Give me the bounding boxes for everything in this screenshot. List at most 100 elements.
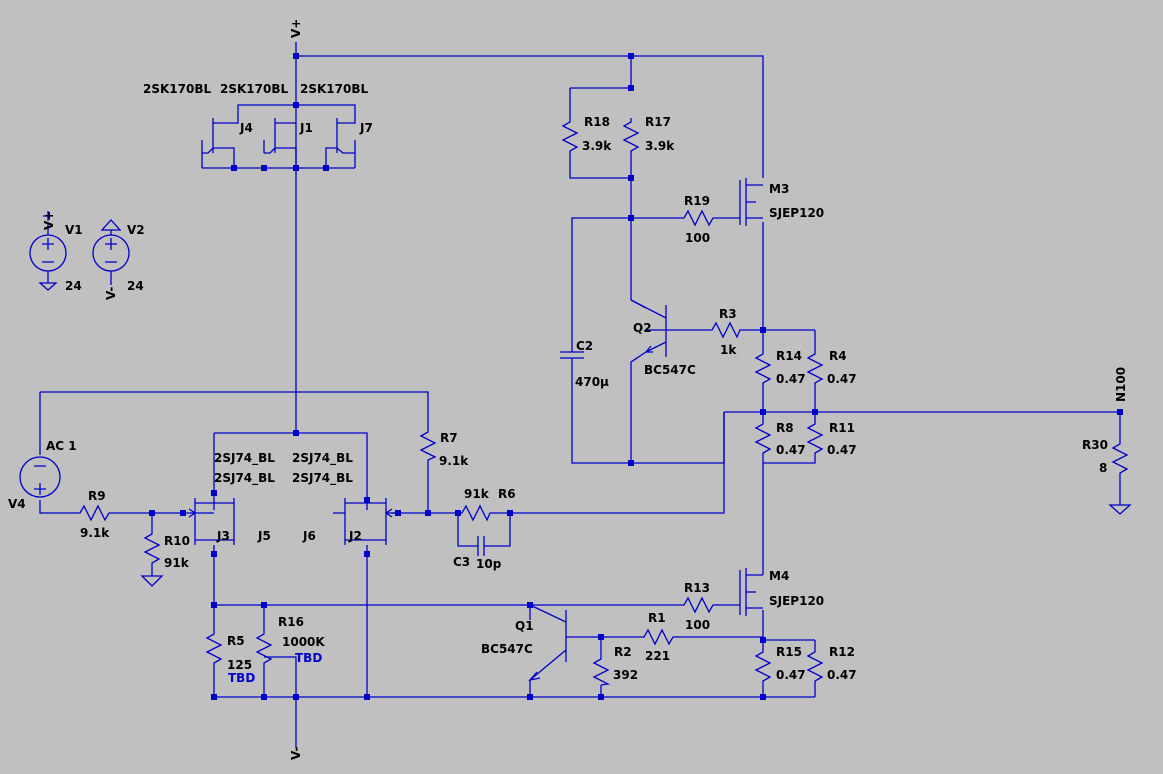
r4-symbol	[806, 350, 824, 387]
r17-symbol	[622, 118, 640, 153]
r9-value: 9.1k	[80, 526, 110, 540]
j2-model: 2SJ74_BL	[292, 471, 353, 486]
r14-symbol	[754, 350, 772, 387]
j7-name: J7	[359, 121, 373, 135]
r3-value: 1k	[720, 343, 737, 357]
r8-value: 0.47	[776, 443, 806, 457]
v2-value: 24	[127, 279, 144, 293]
r8-name: R8	[776, 421, 794, 435]
r15-symbol	[754, 648, 772, 685]
r8-symbol	[754, 420, 772, 455]
v4-label: AC 1	[46, 439, 77, 453]
r9-name: R9	[88, 489, 106, 503]
r18-value: 3.9k	[582, 139, 612, 153]
ground-r10	[140, 575, 164, 587]
r19-value: 100	[685, 231, 710, 245]
q1-symbol	[528, 604, 567, 682]
j7-model: 2SK170BL	[300, 82, 368, 96]
j3-symbol	[183, 498, 214, 545]
r5-value: 125	[227, 658, 252, 672]
r1-name: R1	[648, 611, 666, 625]
m4-model: SJEP120	[769, 594, 824, 608]
j2-name: J2	[348, 529, 362, 543]
j3-model: 2SJ74_BL	[214, 451, 275, 466]
v4-symbol	[19, 456, 61, 498]
v1-value: 24	[65, 279, 82, 293]
r3-symbol	[708, 321, 742, 339]
m3-model: SJEP120	[769, 206, 824, 220]
r4-name: R4	[829, 349, 847, 363]
r7-symbol	[419, 428, 437, 462]
q1-model: BC547C	[481, 642, 533, 656]
c3-value: 10p	[476, 557, 502, 571]
r9-symbol	[76, 504, 112, 522]
r16-value: 1000K	[282, 635, 325, 649]
q1-name: Q1	[515, 619, 534, 633]
q2-name: Q2	[633, 321, 652, 335]
r1-symbol	[640, 628, 676, 646]
m3-symbol	[739, 178, 763, 226]
r2-symbol	[592, 655, 611, 686]
ground-r30	[1108, 504, 1132, 515]
q2-symbol	[630, 299, 667, 357]
v4-name: V4	[8, 497, 26, 511]
tbd-annotation-r5: TBD	[228, 671, 255, 685]
r10-symbol	[143, 530, 161, 567]
m4-symbol	[739, 548, 764, 616]
r16-symbol	[255, 630, 273, 667]
j4-symbol	[201, 104, 296, 168]
v2-symbol	[92, 219, 130, 285]
q2-model: BC547C	[644, 363, 696, 377]
r6-value: 91k	[464, 487, 490, 501]
v1-node: V+	[42, 211, 56, 230]
r7-value: 9.1k	[439, 454, 469, 468]
r7-name: R7	[440, 431, 458, 445]
r16-name: R16	[278, 615, 304, 629]
r17-value: 3.9k	[645, 139, 675, 153]
v1-symbol	[29, 211, 67, 291]
r6-symbol	[458, 504, 492, 522]
r12-symbol	[806, 648, 824, 685]
j5-name: J5	[257, 529, 271, 543]
j4-model: 2SK170BL	[143, 82, 211, 96]
r2-value: 392	[613, 668, 638, 682]
junctions	[149, 53, 1123, 700]
r18-name: R18	[584, 115, 610, 129]
r30-name: R30	[1082, 438, 1108, 452]
r5-name: R5	[227, 634, 245, 648]
r30-symbol	[1111, 440, 1129, 476]
net-label-vplus: V+	[289, 19, 303, 38]
r15-name: R15	[776, 645, 802, 659]
j6-symbol	[333, 498, 367, 545]
c2-name: C2	[576, 339, 593, 353]
r17-name: R17	[645, 115, 671, 129]
r11-value: 0.47	[827, 443, 857, 457]
j2-symbol	[367, 498, 398, 545]
v2-node: V-	[104, 287, 118, 300]
m3-name: M3	[769, 182, 789, 196]
c2-symbol	[560, 351, 584, 388]
r14-name: R14	[776, 349, 802, 363]
j6-name: J6	[302, 529, 316, 543]
component-symbols	[19, 104, 1132, 686]
r13-name: R13	[684, 581, 710, 595]
labels: V+ V- N100 V1 V+ 24 V2 V- 24 AC 1 V4 2SK…	[8, 19, 1128, 760]
v1-name: V1	[65, 223, 83, 237]
r3-name: R3	[719, 307, 737, 321]
r10-name: R10	[164, 534, 190, 548]
j5-model: 2SJ74_BL	[214, 471, 275, 486]
r18-symbol	[561, 118, 579, 153]
j6-model: 2SJ74_BL	[292, 451, 353, 466]
j3-name: J3	[216, 529, 230, 543]
r13-value: 100	[685, 618, 710, 632]
tbd-annotation-r16: TBD	[295, 651, 322, 665]
r2-name: R2	[614, 645, 632, 659]
r6-name: R6	[498, 487, 516, 501]
r10-value: 91k	[164, 556, 190, 570]
j7-symbol	[296, 104, 356, 168]
v2-name: V2	[127, 223, 145, 237]
r13-symbol	[680, 596, 715, 614]
r4-value: 0.47	[827, 372, 857, 386]
r12-value: 0.47	[827, 668, 857, 682]
